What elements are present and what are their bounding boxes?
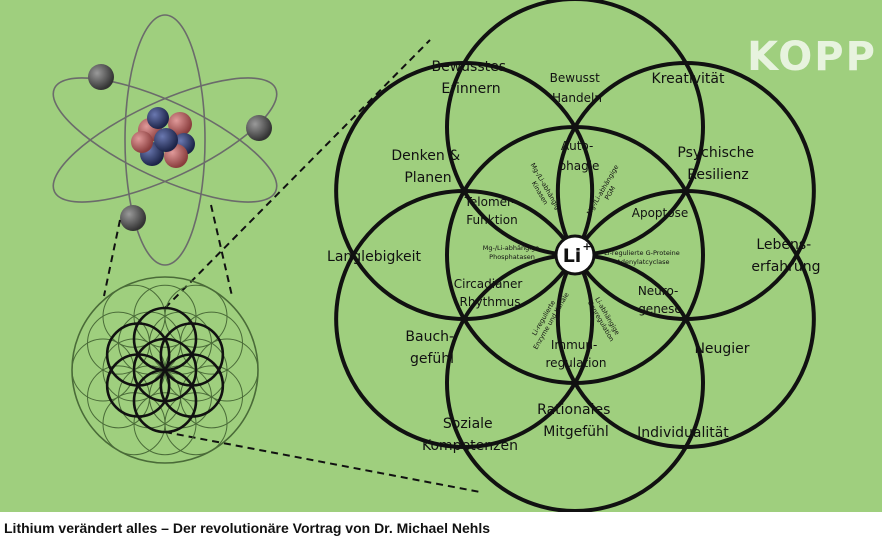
kopp-watermark-logo: KOPP bbox=[747, 34, 877, 80]
flower-outer-ring bbox=[71, 276, 259, 464]
label-rationales-mitgefuehl: Rationales Mitgefühl bbox=[537, 402, 615, 440]
label-neugier: Neugier bbox=[694, 341, 749, 357]
orbit-vertical bbox=[124, 14, 206, 266]
label-phosphatasen: Mg-/Li-abhängige Phosphatasen bbox=[483, 244, 542, 261]
petal-circle bbox=[334, 189, 595, 449]
orbit-tilted-b bbox=[52, 77, 278, 203]
lithium-charge: + bbox=[582, 240, 591, 253]
label-langlebigkeit: Langlebigkeit bbox=[327, 249, 421, 265]
label-neurogenese: Neuro- genese bbox=[638, 284, 682, 316]
atom-illustration bbox=[52, 14, 278, 266]
orbit-tilted-a bbox=[52, 77, 278, 203]
lithium-center-node: Li + bbox=[554, 234, 596, 276]
electron-icon bbox=[120, 205, 146, 231]
label-autophagie: Auto- phagie bbox=[559, 139, 600, 173]
label-soziale-kompetenzen: Soziale Kompetenzen bbox=[422, 416, 518, 454]
seed-petal bbox=[105, 322, 171, 387]
petal-circle bbox=[334, 61, 595, 321]
label-g-proteine: Li-regulierte G-Proteine Adenylatcyclase bbox=[604, 249, 682, 266]
label-lebenserfahrung: Lebens- erfahrung bbox=[751, 237, 820, 275]
label-telomer-funktion: Telomer- Funktion bbox=[464, 195, 520, 227]
label-bauchgefuehl: Bauch- gefühl bbox=[405, 329, 458, 367]
video-player[interactable]: KOPP Li + bbox=[0, 0, 882, 512]
video-frame: KOPP Li + bbox=[0, 0, 882, 512]
label-individualitaet: Individualität bbox=[637, 425, 729, 441]
label-bewusst-handeln: Bewusst Handeln bbox=[550, 70, 605, 105]
label-bewusstes-erinnern: Bewusstes Erinnern bbox=[432, 59, 511, 97]
label-psychische-resilienz: Psychische Resilienz bbox=[677, 145, 758, 183]
label-immunregulation: Immun- regulation bbox=[546, 338, 607, 370]
electron-icon bbox=[88, 64, 114, 90]
nucleus-icon bbox=[131, 107, 195, 168]
inner-labels: Auto- phagie Telomer- Funktion Apoptose … bbox=[454, 139, 688, 370]
lithium-symbol: Li bbox=[563, 245, 582, 267]
electron-icon bbox=[246, 115, 272, 141]
seed-petal bbox=[105, 353, 171, 418]
label-denken-planen: Denken & Planen bbox=[391, 148, 464, 186]
label-apoptose: Apoptose bbox=[632, 206, 688, 220]
label-kreativitaet: Kreativität bbox=[652, 71, 725, 87]
flower-of-life-icon bbox=[71, 276, 259, 464]
video-title[interactable]: Lithium verändert alles – Der revolution… bbox=[4, 520, 490, 536]
seed-of-life-diagram bbox=[334, 0, 816, 512]
projection-lines bbox=[103, 39, 481, 493]
outer-labels: Bewusstes Erinnern Bewusst Handeln Kreat… bbox=[327, 59, 821, 454]
label-circadianer-rhythmus: Circadianer Rhythmus bbox=[454, 277, 526, 309]
